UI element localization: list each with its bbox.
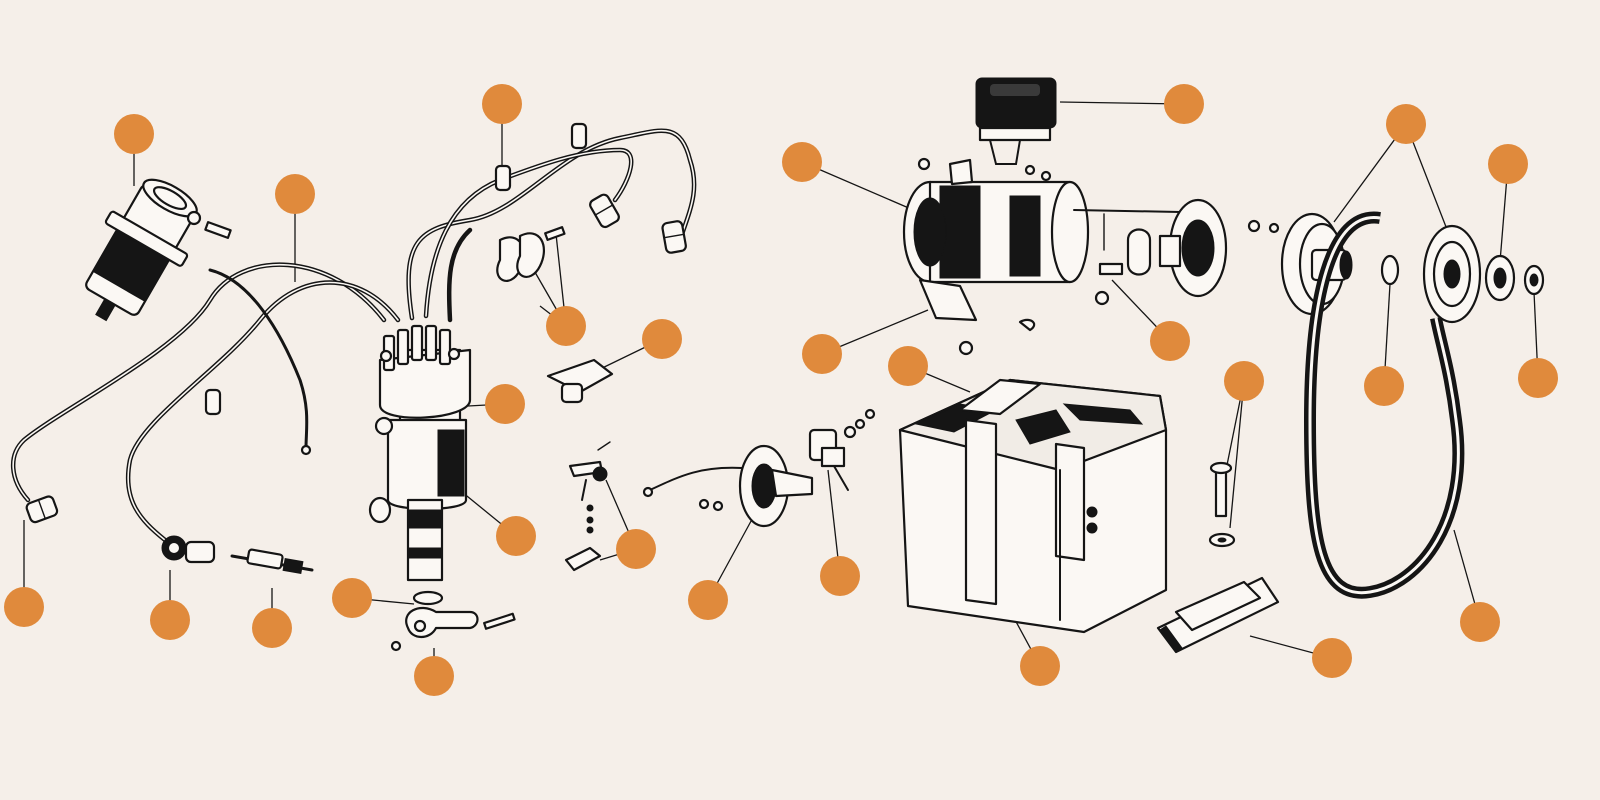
hotspot-spark-plug-lead-set[interactable] <box>275 174 315 214</box>
hotspot-distributor-body[interactable] <box>496 516 536 556</box>
hotspot-grommet[interactable] <box>150 600 190 640</box>
hotspot-distributor-clamp[interactable] <box>414 656 454 696</box>
ignition-coil <box>85 178 232 322</box>
hotspot-control-box[interactable] <box>1164 84 1204 124</box>
spark-plug <box>230 548 314 575</box>
hotspot-sealing-ring[interactable] <box>332 578 372 618</box>
control-box <box>917 77 1057 182</box>
hotspot-ignition-coil[interactable] <box>114 114 154 154</box>
crankshaft-pulley <box>1380 224 1545 324</box>
hotspot-battery-strap[interactable] <box>1020 646 1060 686</box>
hotspot-dynamo-bracket[interactable] <box>802 334 842 374</box>
hotspot-battery-clamp-bolt[interactable] <box>1224 361 1264 401</box>
hotspot-rotor-arm[interactable] <box>642 319 682 359</box>
hotspot-spark-plug[interactable] <box>252 608 292 648</box>
hotspot-layer[interactable] <box>4 84 1558 696</box>
dynamo-end-plate <box>1094 198 1280 306</box>
hotspot-distributor-cap-clip[interactable] <box>546 306 586 346</box>
battery <box>898 378 1168 634</box>
fan-belt <box>1303 211 1465 599</box>
hotspot-battery-tray[interactable] <box>1312 638 1352 678</box>
horn <box>642 444 814 528</box>
hotspot-pulley-nut[interactable] <box>1488 144 1528 184</box>
hotspot-wire-clip[interactable] <box>482 84 522 124</box>
rotor-arm <box>546 358 614 404</box>
hotspot-fan-pulley[interactable] <box>1386 104 1426 144</box>
battery-tray <box>1156 576 1280 654</box>
hotspot-battery[interactable] <box>888 346 928 386</box>
distributor <box>368 324 472 582</box>
hotspot-horn-relay[interactable] <box>820 556 860 596</box>
spark-plug-lead-set <box>10 122 697 564</box>
contact-breaker-points <box>564 441 611 572</box>
hotspot-fan-belt[interactable] <box>1460 602 1500 642</box>
hotspot-spacer-washer[interactable] <box>1364 366 1404 406</box>
horn-relay <box>808 408 876 491</box>
battery-clamp-bolt <box>1208 461 1236 548</box>
hotspot-dynamo[interactable] <box>782 142 822 182</box>
hotspot-dynamo-end-plate[interactable] <box>1150 321 1190 361</box>
hotspot-plug-cap[interactable] <box>4 587 44 627</box>
dynamo <box>902 158 1181 356</box>
hotspot-horn[interactable] <box>688 580 728 620</box>
distributor-cap-clip <box>496 226 566 282</box>
hotspot-contact-breaker-points[interactable] <box>616 529 656 569</box>
distributor-clamp <box>390 590 516 652</box>
hotspot-distributor-cap[interactable] <box>485 384 525 424</box>
hotspot-lock-washer[interactable] <box>1518 358 1558 398</box>
